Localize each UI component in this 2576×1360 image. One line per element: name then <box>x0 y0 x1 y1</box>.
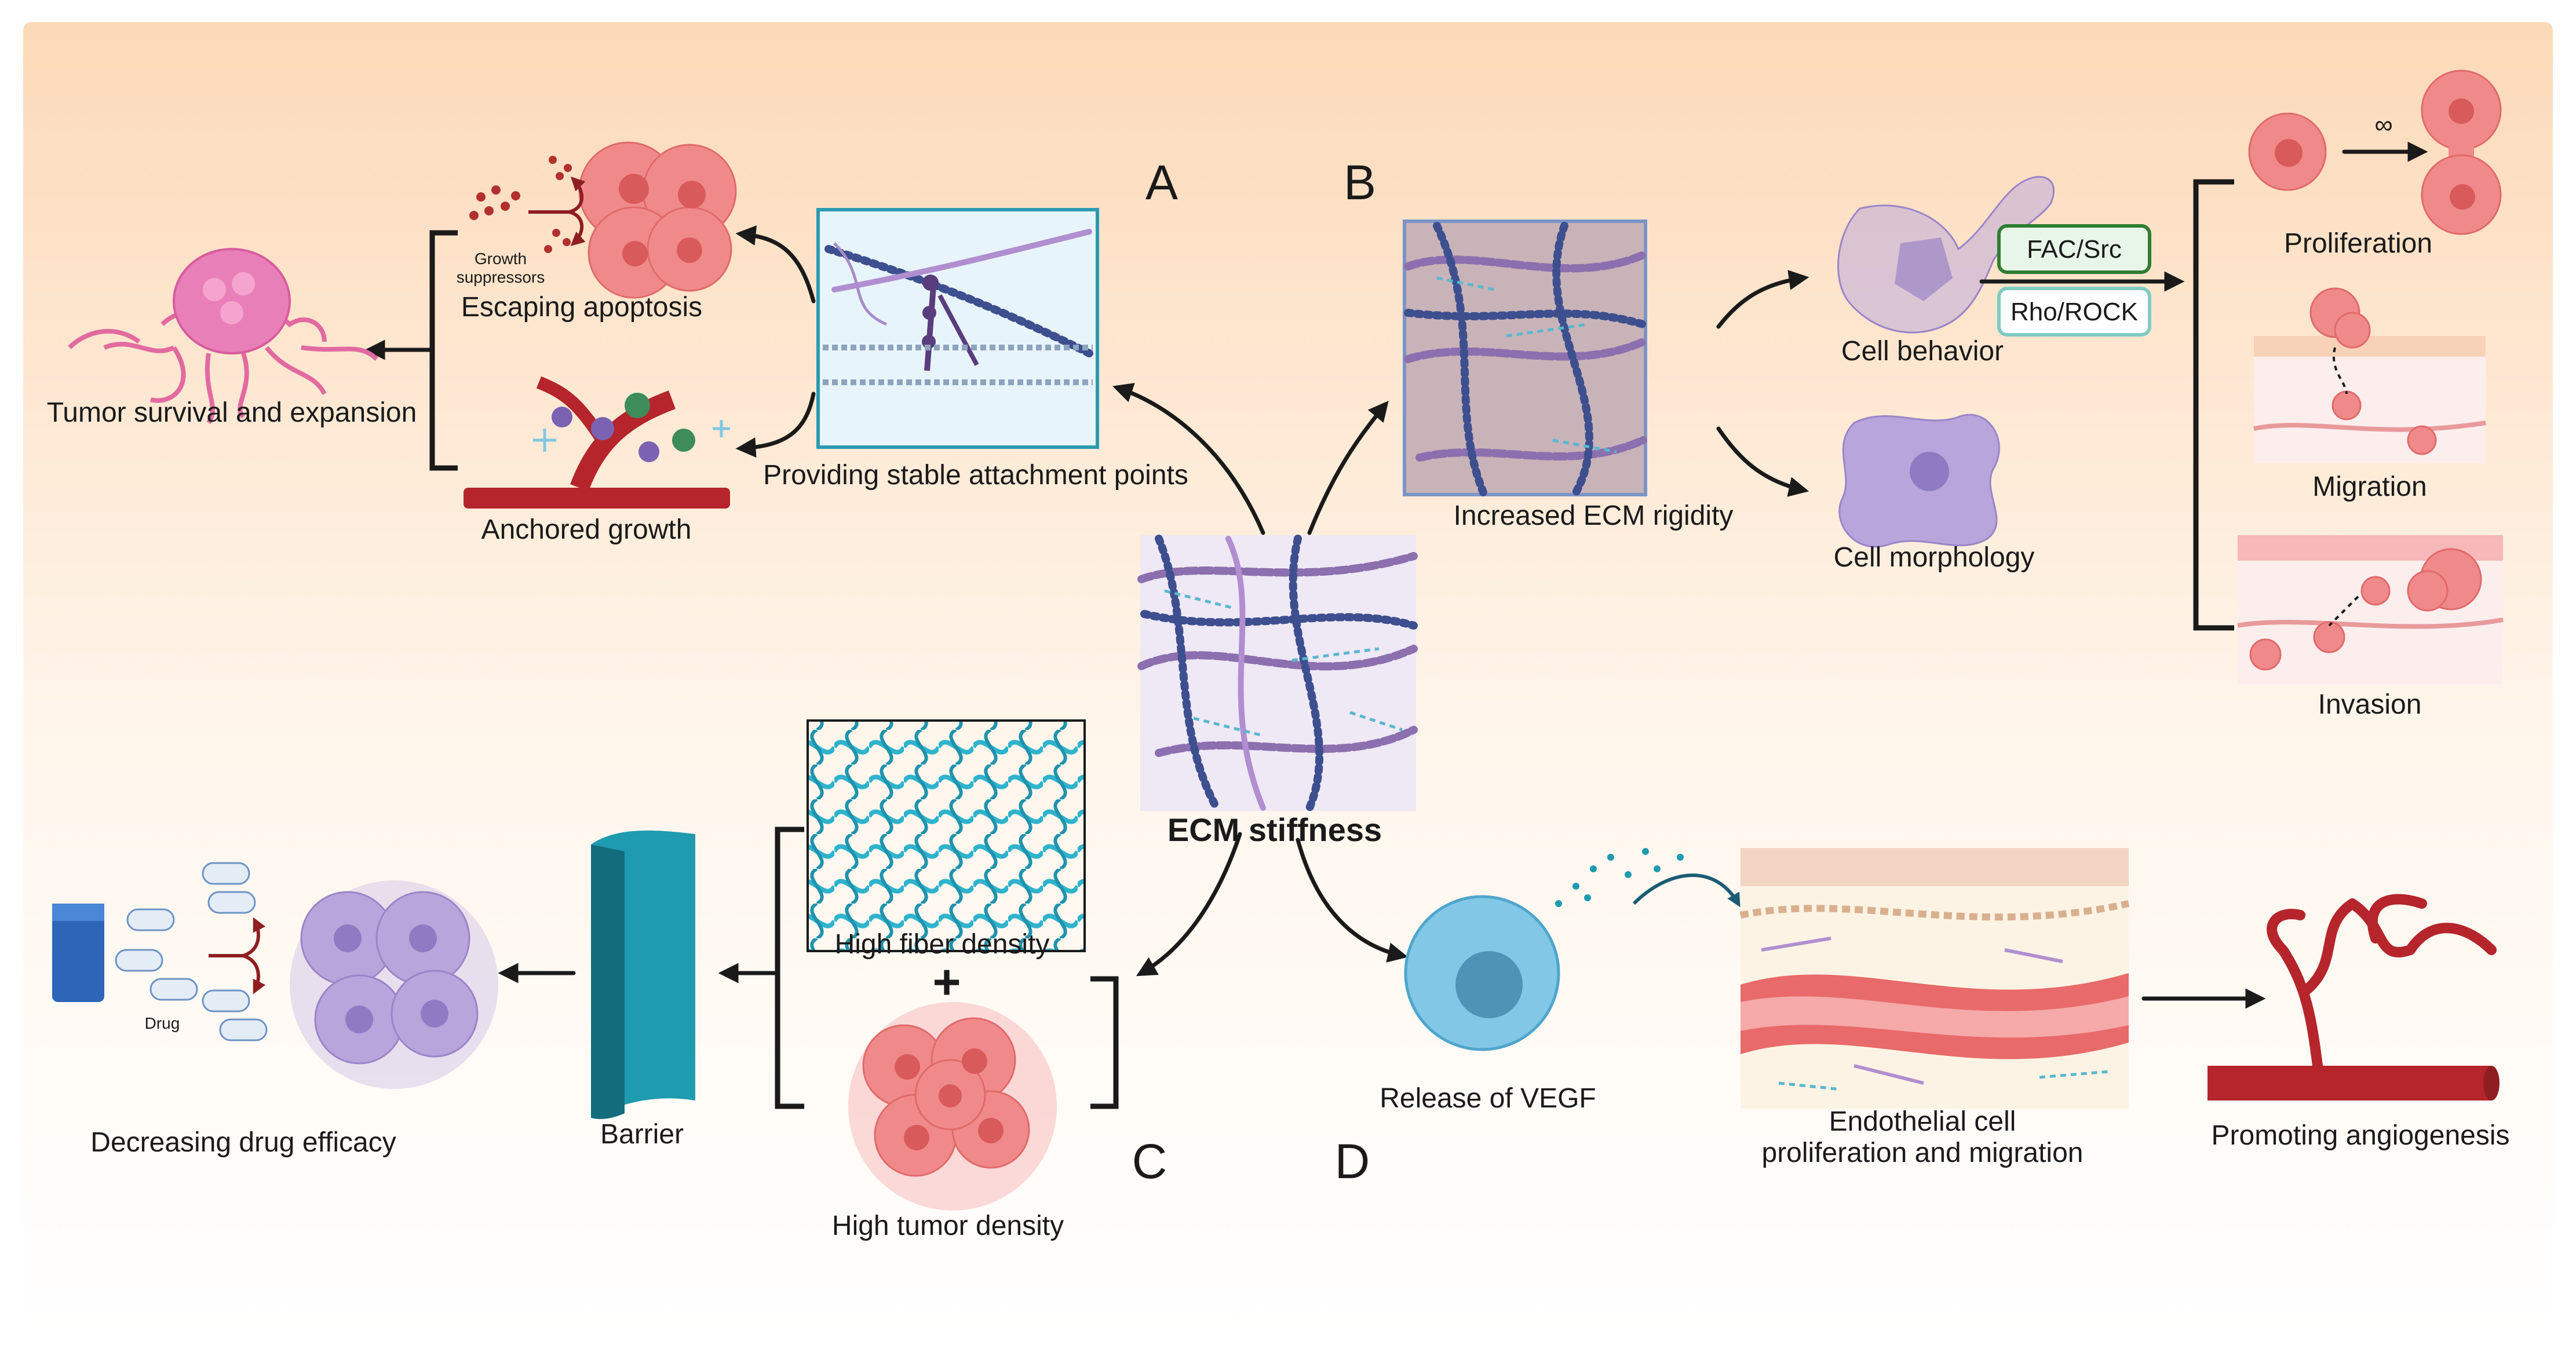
tumor-density-image <box>848 1002 1057 1211</box>
arrow-to-escaping <box>735 225 816 304</box>
migration-image <box>2253 287 2486 463</box>
proliferation-image <box>2248 70 2502 235</box>
endothelial-image <box>1739 848 2130 1109</box>
endothelial-line2: proliferation and migration <box>1762 1138 2084 1168</box>
infinity-symbol: ∞ <box>2374 111 2392 139</box>
growth-suppressors-line2: suppressors <box>457 268 545 286</box>
anchored-growth-image <box>464 376 730 509</box>
rigidity-ecm-image <box>1403 220 1647 496</box>
tumor-density-label: High tumor density <box>832 1211 1064 1241</box>
fiber-density-label: High fiber density <box>835 929 1050 960</box>
angiogenesis-image <box>2208 894 2500 1101</box>
endothelial-line1: Endothelial cell <box>1829 1106 2016 1137</box>
invasion-label: Invasion <box>2318 689 2422 720</box>
drug-efficacy-label: Decreasing drug efficacy <box>90 1127 396 1158</box>
plus-sign: + <box>932 955 961 1009</box>
escaping-apoptosis-label: Escaping apoptosis <box>461 292 702 323</box>
panel-letter-a: A <box>1145 155 1178 210</box>
arrow-center-to-a <box>1112 383 1265 535</box>
fiber-density-image <box>807 719 1086 952</box>
rigidity-label: Increased ECM rigidity <box>1454 500 1734 531</box>
barrier-label: Barrier <box>600 1119 684 1150</box>
tumor-survival-label: Tumor survival and expansion <box>47 397 417 428</box>
tumor-mass-image <box>68 248 378 425</box>
cell-behavior-image <box>1837 176 2055 334</box>
attachment-label: Providing stable attachment points <box>763 460 1188 491</box>
panel-letter-d: D <box>1335 1134 1370 1189</box>
pill-rho-rock <box>1997 287 2151 337</box>
arrow-to-anchored <box>735 392 816 458</box>
tumor-cluster-apoptosis <box>578 141 737 299</box>
cell-morphology-label: Cell morphology <box>1834 542 2035 573</box>
attachment-image <box>816 208 1099 449</box>
angiogenesis-label: Promoting angiogenesis <box>2212 1120 2510 1151</box>
cell-behavior-label: Cell behavior <box>1841 336 2004 367</box>
panel-letter-c: C <box>1132 1134 1167 1189</box>
invasion-image <box>2237 535 2504 685</box>
growth-suppressors-icon <box>469 156 586 253</box>
pill-fac-src <box>1997 224 2151 274</box>
bracket-b <box>2193 179 2234 631</box>
arrow-to-behavior <box>1716 270 1809 329</box>
growth-suppressors-line1: Growth <box>475 250 527 268</box>
vegf-cell-image <box>1404 848 1741 1051</box>
drug-efficacy-image <box>52 862 498 1089</box>
anchored-growth-label: Anchored growth <box>481 514 692 545</box>
vegf-label: Release of VEGF <box>1380 1083 1596 1114</box>
pill-rho-rock-label: Rho/ROCK <box>2011 298 2138 326</box>
pill-fac-src-label: FAC/Src <box>2027 235 2122 264</box>
drug-label: Drug <box>145 1014 180 1032</box>
center-title: ECM stiffness <box>1167 811 1382 848</box>
cell-morphology-image <box>1838 414 2000 548</box>
bracket-c <box>775 827 1119 1109</box>
proliferation-label: Proliferation <box>2284 228 2432 259</box>
arrow-center-to-d <box>1296 838 1409 963</box>
center-ecm-image <box>1137 535 1418 812</box>
panel-letter-b: B <box>1344 155 1376 210</box>
migration-label: Migration <box>2312 471 2427 502</box>
arrow-center-to-c <box>1136 832 1242 977</box>
arrow-to-morphology <box>1716 426 1809 497</box>
arrow-center-to-b <box>1307 400 1389 535</box>
barrier-image <box>591 830 695 1120</box>
